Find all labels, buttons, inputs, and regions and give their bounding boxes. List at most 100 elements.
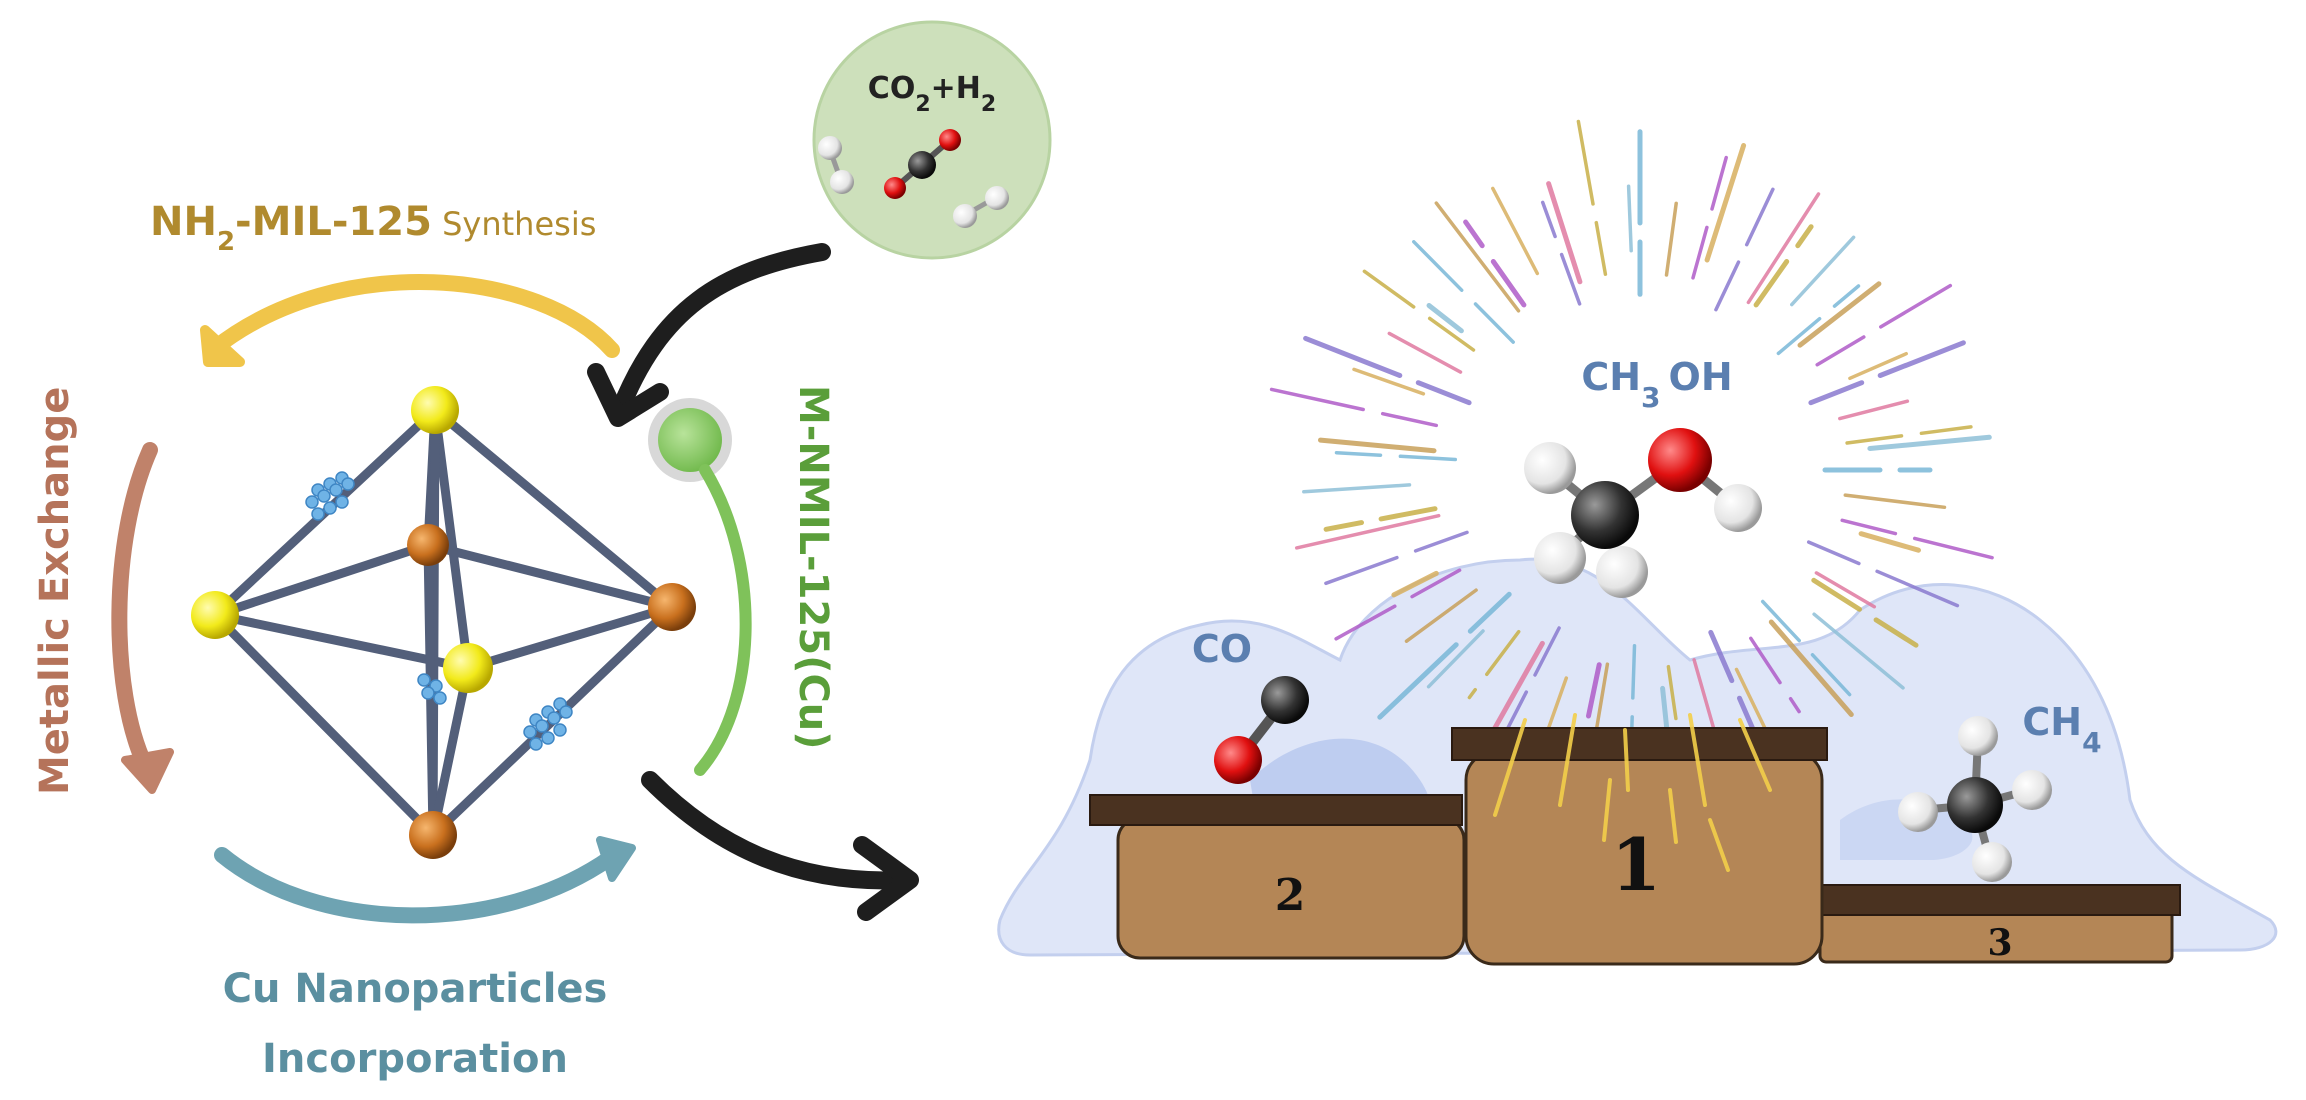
- ray-line: [1840, 518, 1898, 536]
- ray-line: [1631, 643, 1637, 700]
- ray-line: [1559, 252, 1582, 306]
- reactant-formula: CO2+H2: [868, 71, 996, 117]
- ray-line: [1303, 335, 1403, 378]
- ray-line: [1708, 629, 1735, 684]
- ray-line: [1912, 536, 1994, 560]
- ray-line: [1334, 450, 1383, 457]
- ray-line: [1302, 483, 1412, 494]
- ray-line: [1664, 201, 1678, 277]
- ray-line: [1795, 224, 1814, 249]
- ray-line: [1845, 434, 1904, 445]
- ray-line: [1776, 316, 1822, 356]
- ray-line: [1576, 119, 1595, 206]
- synthesis-label: NH2-MIL-125 Synthesis: [150, 199, 596, 257]
- product-arrow: [648, 398, 752, 776]
- ray-line: [1490, 259, 1527, 308]
- ray-line: [1790, 235, 1856, 307]
- ray-line: [1415, 380, 1472, 406]
- product-label: M-NMIL-125(Cu): [790, 385, 836, 750]
- ray-line: [1491, 186, 1540, 276]
- ray-line: [1919, 425, 1973, 436]
- synthesis-arrow: [200, 274, 620, 367]
- podium-third-number: 3: [1987, 922, 2012, 964]
- ray-line: [1427, 316, 1476, 352]
- ray-line: [1594, 220, 1608, 276]
- ray-line: [1378, 506, 1438, 522]
- podium-first-number: 1: [1611, 822, 1661, 907]
- ray-line: [1691, 225, 1709, 280]
- ray-line: [1426, 629, 1485, 689]
- ray-line: [1848, 351, 1908, 381]
- ray-line: [1814, 571, 1877, 609]
- ray-line: [1797, 281, 1882, 348]
- ray-line: [1586, 662, 1602, 719]
- ray-line: [1626, 184, 1633, 253]
- co-label: CO: [1192, 627, 1252, 671]
- ray-line: [1749, 636, 1782, 685]
- ray-line: [1768, 619, 1854, 717]
- ray-line: [1412, 240, 1464, 292]
- ray-line: [1467, 591, 1512, 634]
- ray-line: [1352, 367, 1426, 396]
- ray-line: [1838, 399, 1910, 421]
- ray-line: [1318, 437, 1437, 454]
- methanol-molecule-icon: [1524, 428, 1762, 598]
- ray-line: [1666, 664, 1678, 721]
- ray-line: [1380, 411, 1439, 428]
- ray-line: [1533, 626, 1561, 677]
- ray-line: [1463, 219, 1485, 249]
- ray-line: [1875, 569, 1960, 608]
- ray-line: [1334, 604, 1397, 641]
- ray-line: [1485, 629, 1521, 677]
- podium-rays: [1493, 713, 1772, 872]
- ray-line: [1811, 577, 1862, 612]
- ray-line: [1788, 696, 1801, 714]
- ray-line: [1704, 143, 1747, 263]
- ray-line: [1843, 493, 1947, 510]
- mof-framework-icon: [191, 386, 696, 859]
- podium-first: 1: [1451, 727, 1828, 966]
- ray-line: [1760, 599, 1801, 643]
- ray-line: [1753, 259, 1790, 308]
- ray-line: [1410, 568, 1462, 599]
- radiance-rays: [1269, 119, 1994, 809]
- feed-arrow: [587, 243, 831, 427]
- ray-line: [1546, 181, 1583, 285]
- ray-line: [1879, 283, 1953, 329]
- exchange-arrow: [111, 442, 174, 794]
- ray-line: [1540, 200, 1557, 239]
- ray-line: [1806, 540, 1861, 566]
- ray-line: [1377, 642, 1459, 720]
- co-molecule-icon: [1214, 676, 1309, 784]
- ray-line: [1467, 687, 1477, 700]
- h2-molecule-icon: [818, 136, 854, 194]
- ray-line: [1323, 520, 1364, 532]
- ray-line: [1744, 187, 1775, 247]
- co2-molecule-icon: [884, 129, 961, 199]
- ray-line: [1294, 513, 1441, 550]
- reactant-bubble: CO2+H2: [812, 20, 1052, 260]
- ray-line: [1710, 155, 1728, 211]
- ray-line: [1746, 192, 1821, 305]
- ray-line: [1810, 653, 1852, 697]
- nanoparticles-arrow: [214, 836, 636, 924]
- ray-line: [1815, 335, 1866, 367]
- podium-second-number: 2: [1275, 870, 1306, 921]
- ray-line: [1858, 531, 1921, 553]
- ray-line: [1391, 570, 1439, 598]
- ray-line: [1269, 387, 1365, 412]
- h2-molecule-icon: [953, 186, 1009, 228]
- ray-line: [1426, 303, 1464, 334]
- ray-line: [1714, 260, 1741, 312]
- ray-line: [1873, 617, 1919, 648]
- ray-line: [1832, 284, 1861, 308]
- podium-third: 3: [1809, 884, 2181, 964]
- metallic-exchange-label: Metallic Exchange: [32, 387, 78, 795]
- ray-line: [1877, 340, 1966, 378]
- nanoparticles-label-line2: Incorporation: [262, 1036, 568, 1082]
- ray-line: [1473, 302, 1515, 344]
- podium-second: 2: [1089, 794, 1466, 960]
- podium: 2 3 1: [1089, 727, 2181, 966]
- ray-line: [1404, 588, 1478, 643]
